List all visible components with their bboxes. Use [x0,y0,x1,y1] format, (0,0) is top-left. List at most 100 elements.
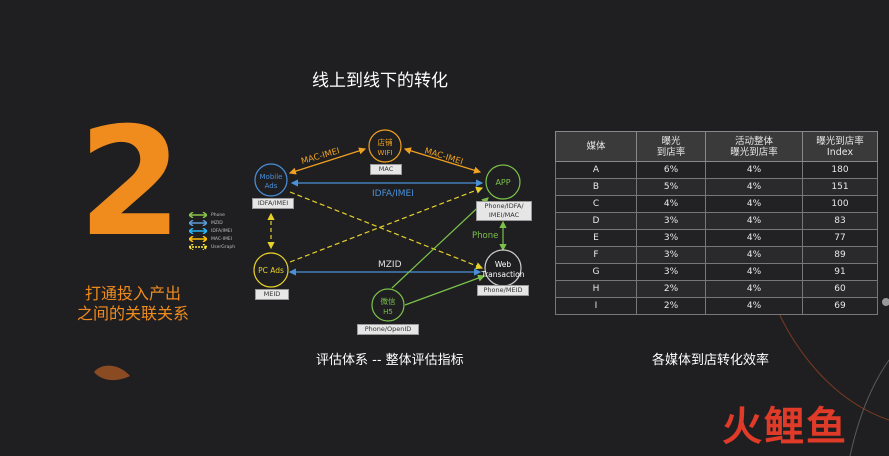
header-media-label: 媒体 [586,141,606,152]
table-header-row: 媒体 曝光 到店率 活动整体 曝光到店率 曝光到店率 Index [555,131,878,162]
edge-label-phone: Phone [472,231,498,241]
node-pc-ads-id-box: MEID [255,289,289,300]
cell-exposure-rate: 3% [636,263,706,281]
cell-index: 77 [802,229,878,247]
caption-evaluation: 评估体系 -- 整体评估指标 [316,353,464,368]
node-web-label-2: Transaction [481,270,525,279]
node-app-label: APP [495,178,510,187]
node-app-id-box: Phone/IDFA/ IMEI/MAC [476,201,532,221]
cell-exposure-rate: 3% [636,229,706,247]
cell-media: F [555,246,637,264]
legend-item-idfa: IDFA/IMEI [189,227,235,235]
cell-campaign-rate: 4% [705,212,803,230]
cell-media: A [555,161,637,179]
node-web-id-box: Phone/MEID [477,285,529,296]
subtitle-line-2: 之间的关联关系 [76,304,189,323]
header-exposure-rate-line-1: 曝光 [661,135,681,147]
edge-label-mac-imei-right: MAC-IMEI [423,146,464,167]
caption-media-conversion: 各媒体到店转化效率 [652,353,770,368]
header-exposure-rate-line-2: 到店率 [656,146,686,158]
node-weixin-h5 [371,288,405,322]
cell-media: I [555,297,637,315]
node-weixin-label-2: H5 [383,308,393,316]
leaf-decoration [94,365,130,381]
cell-index: 91 [802,263,878,281]
cell-index: 180 [802,161,878,179]
node-weixin-label-1: 微信 [381,296,396,306]
cell-index: 100 [802,195,878,213]
cell-campaign-rate: 4% [705,161,803,179]
cell-index: 89 [802,246,878,264]
arrow-icon [189,220,207,226]
node-pc-ads [253,252,289,288]
edge-mobile-wifi [288,147,367,175]
node-store-wifi-label-1: 店铺 [378,137,393,147]
cell-exposure-rate: 2% [636,297,706,315]
header-index-line-2: Index [826,146,854,158]
legend-label: UserGraph [211,244,236,250]
node-app-id-line-1: Phone/IDFA/ [484,202,524,210]
node-mobile-ads-label-2: Ads [265,182,278,190]
cell-index: 83 [802,212,878,230]
arrow-icon [189,236,207,242]
cell-media: E [555,229,637,247]
cell-index: 60 [802,280,878,298]
cell-exposure-rate: 5% [636,178,706,196]
edge-label-idfa-imei: IDFA/IMEI [372,189,414,199]
cell-index: 69 [802,297,878,315]
node-app [485,164,521,200]
header-index-line-1: 曝光到店率 [816,135,864,147]
header-campaign-rate-line-1: 活动整体 [734,135,773,147]
arrow-icon [189,244,207,250]
legend-label: IDFA/IMEI [211,228,232,234]
cell-exposure-rate: 3% [636,246,706,264]
arrow-icon [189,212,207,218]
edge-wifi-app [403,147,482,174]
cell-campaign-rate: 4% [705,195,803,213]
cell-media: G [555,263,637,281]
edge-label-mzid: MZID [378,260,402,270]
cell-exposure-rate: 4% [636,195,706,213]
edge-mobile-web [289,191,484,270]
cell-campaign-rate: 4% [705,246,803,264]
dot-icon [882,298,889,306]
cell-media: H [555,280,637,298]
header-index: 曝光到店率 Index [802,131,878,162]
cell-media: C [555,195,637,213]
node-store-wifi-id-box: MAC [370,164,402,175]
edge-weixin-app [391,197,489,289]
legend-label: MZID [211,220,223,226]
header-campaign-rate-line-2: 曝光到店率 [730,146,778,158]
cell-exposure-rate: 6% [636,161,706,179]
brand-logo: 火鲤鱼 [722,403,848,450]
edge-pc-app [289,186,484,263]
cell-media: D [555,212,637,230]
slide-subtitle: 打通投入产出 之间的关联关系 [58,284,208,324]
node-pc-ads-label: PC Ads [258,266,284,275]
cell-campaign-rate: 4% [705,263,803,281]
cell-exposure-rate: 2% [636,280,706,298]
cell-exposure-rate: 3% [636,212,706,230]
legend-label: Phone [211,212,225,218]
cell-media: B [555,178,637,196]
slide-number: 2 [78,96,183,270]
legend-item-phone: Phone [189,211,235,219]
node-mobile-ads-id-box: IDFA/IMEI [252,198,294,209]
legend-item-usergraph: UserGraph [189,243,235,251]
cell-index: 151 [802,178,878,196]
node-store-wifi-label-2: WIFI [377,149,392,157]
node-app-id-line-2: IMEI/MAC [488,211,520,219]
node-mobile-ads [254,163,288,197]
cell-campaign-rate: 4% [705,229,803,247]
header-campaign-rate: 活动整体 曝光到店率 [705,131,803,162]
diagram-legend: Phone MZID IDFA/IMEI MAC-IMEI UserGraph [189,211,235,251]
